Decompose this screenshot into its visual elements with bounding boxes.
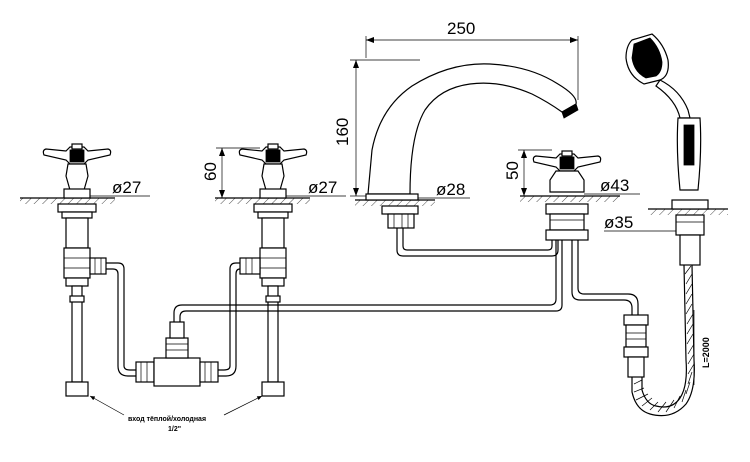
bath-spout xyxy=(365,63,579,229)
dim-diverter-height: 50 xyxy=(503,161,522,180)
dimension-lines xyxy=(90,36,695,385)
right-cross-handle-valve xyxy=(238,143,308,397)
left-cross-handle-valve xyxy=(42,143,112,397)
dim-diverter-diameter: ø43 xyxy=(600,176,629,195)
dim-spout-width: 250 xyxy=(447,19,475,38)
diverter-valve xyxy=(532,150,602,241)
inlet-note-text: вход тёплой/холодная xyxy=(128,415,206,423)
dim-left-valve-diameter: ø27 xyxy=(112,178,141,197)
dim-spout-base-diameter: ø28 xyxy=(436,180,465,199)
inlet-thread-size: 1/2" xyxy=(168,426,181,433)
dim-hose-length: L=2000 xyxy=(701,337,711,368)
dim-right-valve-diameter: ø27 xyxy=(308,178,337,197)
dim-shower-base-diameter: ø35 xyxy=(604,213,633,232)
dim-valve-height: 60 xyxy=(201,162,220,181)
hand-shower xyxy=(625,33,709,266)
inlet-note: вход тёплой/холодная 1/2" xyxy=(89,395,263,433)
dim-spout-height: 160 xyxy=(333,118,352,146)
shower-hose xyxy=(623,264,695,417)
connection-pipes xyxy=(106,228,639,387)
